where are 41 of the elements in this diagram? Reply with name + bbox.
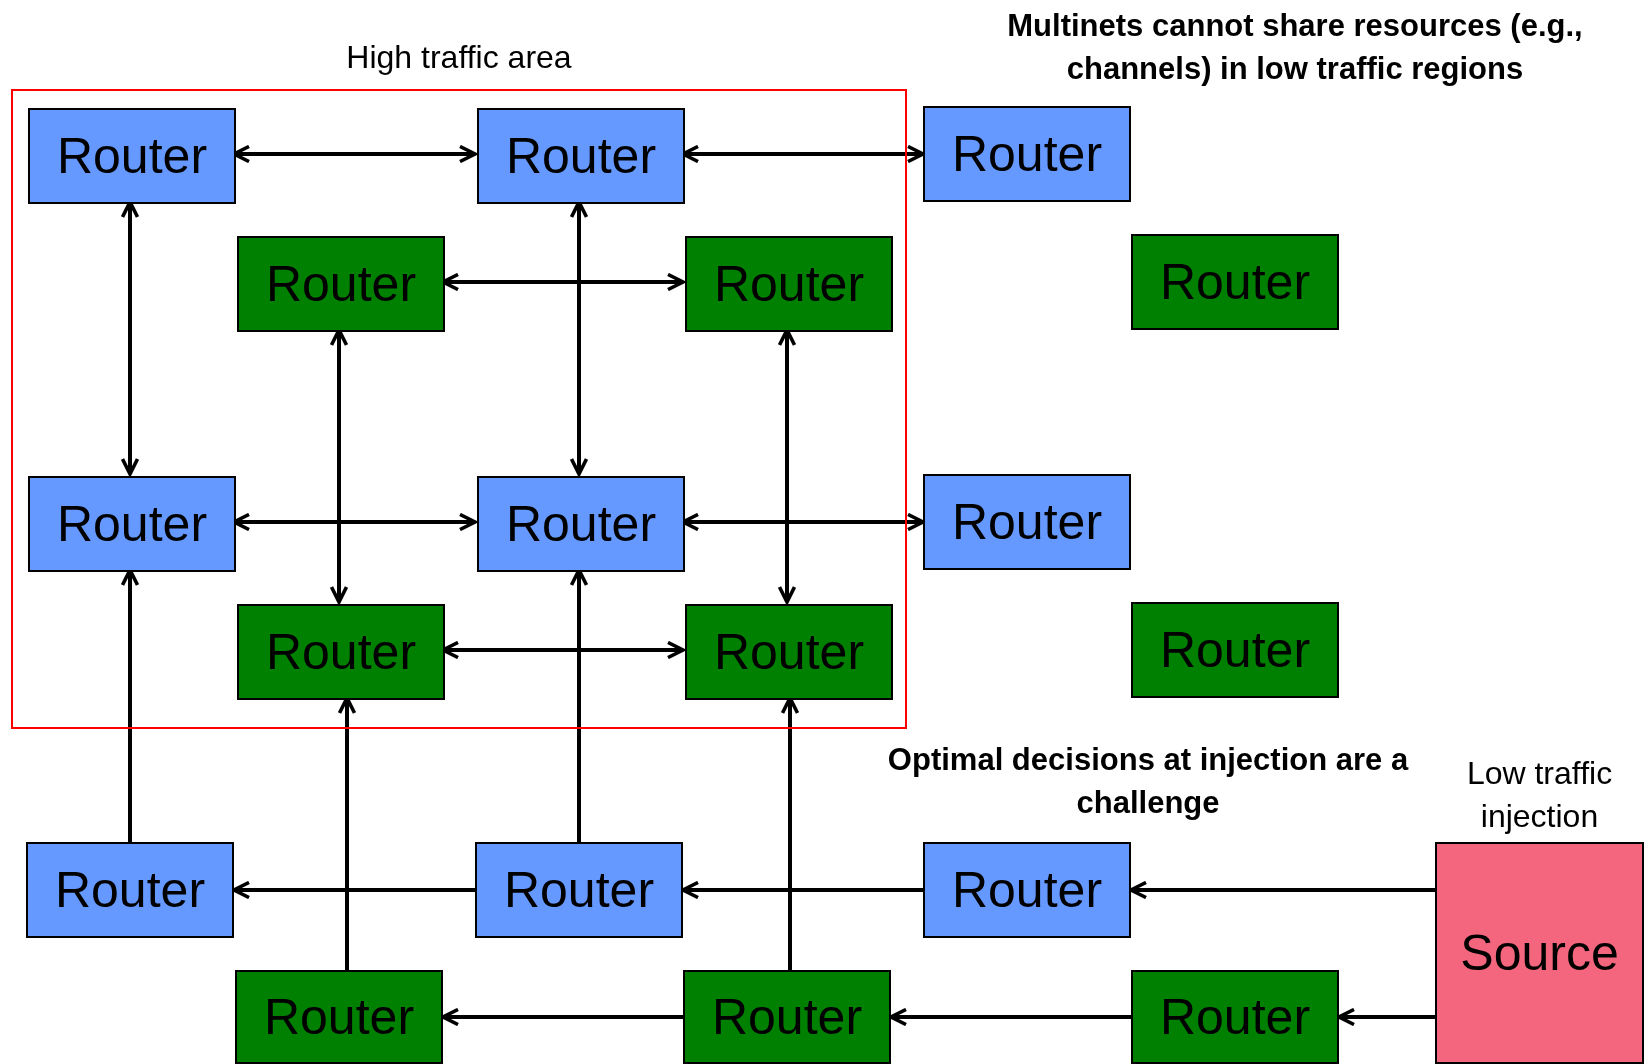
annotation-text: Optimal decisions at injection are a challenge bbox=[886, 741, 1410, 823]
router-box bbox=[923, 842, 1131, 938]
router-box bbox=[237, 236, 445, 332]
node-label: Router bbox=[505, 499, 657, 549]
node-label: Router bbox=[951, 497, 1103, 547]
router-box bbox=[28, 108, 236, 204]
injection-note: Low traffic injection bbox=[1465, 753, 1614, 836]
node-label: Router bbox=[713, 259, 865, 309]
router-box bbox=[477, 476, 685, 572]
node-label: Router bbox=[951, 129, 1103, 179]
node-label: Router bbox=[1159, 992, 1311, 1042]
router-box bbox=[475, 842, 683, 938]
node-label: Router bbox=[1159, 257, 1311, 307]
region-title: High traffic area bbox=[345, 39, 573, 76]
node-label: Router bbox=[56, 499, 208, 549]
node-label: Router bbox=[265, 627, 417, 677]
node-label: Router bbox=[54, 865, 206, 915]
router-box bbox=[28, 476, 236, 572]
node-label: Router bbox=[56, 131, 208, 181]
node-label: Router bbox=[505, 131, 657, 181]
router-box bbox=[235, 970, 443, 1064]
router-box bbox=[685, 604, 893, 700]
router-box bbox=[1131, 234, 1339, 330]
router-box bbox=[923, 106, 1131, 202]
node-label: Router bbox=[263, 992, 415, 1042]
node-label: Router bbox=[711, 992, 863, 1042]
router-box bbox=[26, 842, 234, 938]
node-label: Router bbox=[713, 627, 865, 677]
router-box bbox=[1131, 602, 1339, 698]
node-label: Router bbox=[503, 865, 655, 915]
router-box bbox=[237, 604, 445, 700]
node-label: Router bbox=[951, 865, 1103, 915]
router-box bbox=[683, 970, 891, 1064]
router-box bbox=[923, 474, 1131, 570]
node-label: Source bbox=[1460, 928, 1619, 978]
router-box bbox=[1131, 970, 1339, 1064]
annotation-text: Multinets cannot share resources (e.g., channels) in low traffic regions bbox=[1006, 7, 1584, 89]
node-label: Router bbox=[1159, 625, 1311, 675]
router-box bbox=[685, 236, 893, 332]
node-label: Router bbox=[265, 259, 417, 309]
router-box bbox=[477, 108, 685, 204]
